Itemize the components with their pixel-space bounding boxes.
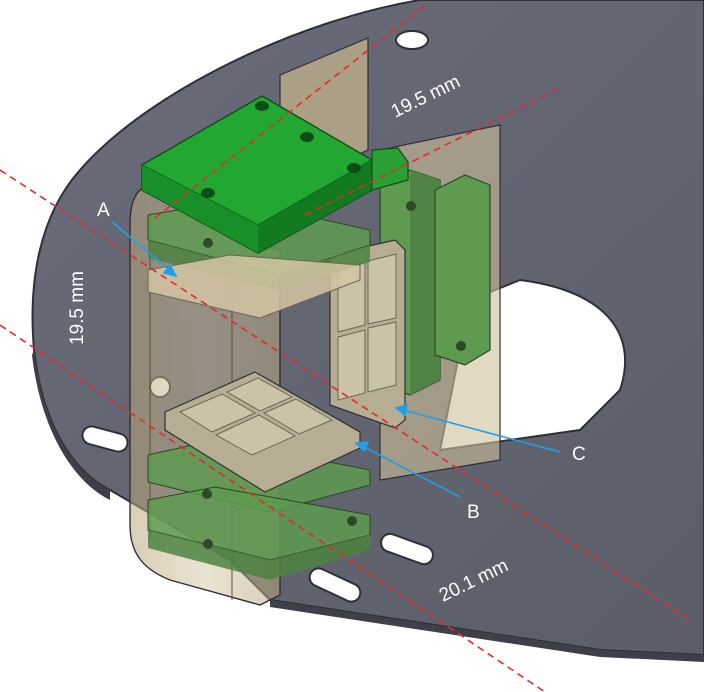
dimension-left-label: 19.5 mm — [67, 271, 88, 345]
top-pcb-cap — [140, 95, 409, 254]
sensor-b-detector — [164, 371, 361, 493]
callout-leaders — [111, 221, 561, 498]
callout-a-label: A — [97, 200, 110, 221]
callout-c-label: C — [572, 444, 586, 465]
callout-b-label: B — [467, 502, 480, 523]
dimension-guide-lines — [0, 2, 691, 692]
